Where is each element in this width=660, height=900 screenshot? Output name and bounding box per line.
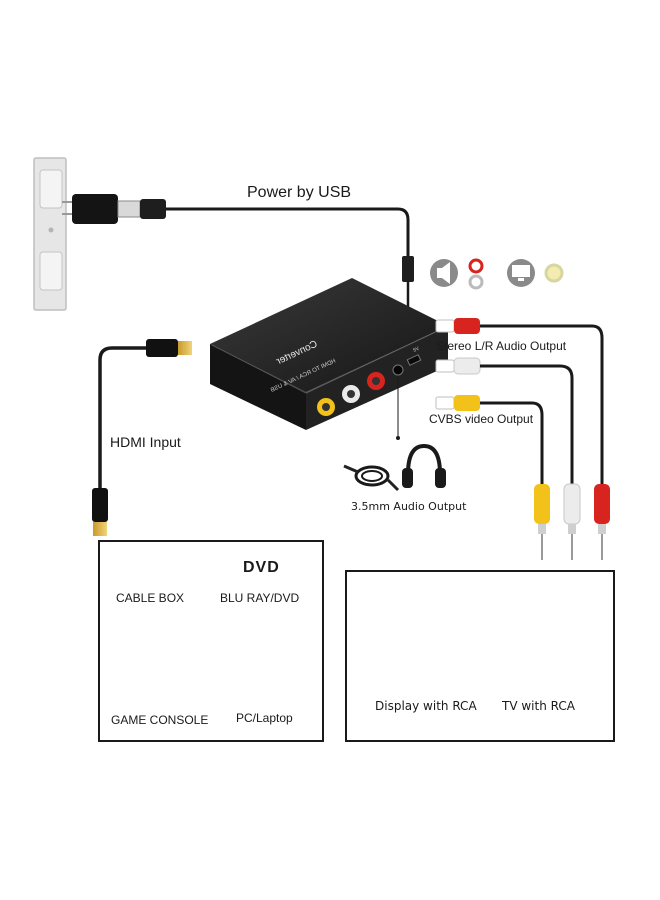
headphones-icon [402,443,446,488]
rca-audio-jacks-icon [468,258,484,290]
rca-yellow-port [317,398,335,416]
usb-power-adapter-icon [62,194,166,224]
rca-white-cable [435,357,581,560]
stereo-output-label: Stereo L/R Audio Output [436,339,567,353]
source-label-cable-box: CABLE BOX [116,591,185,605]
audio-jack-port [392,364,404,376]
hdmi-input-label: HDMI Input [110,434,181,450]
dvd-badge: DVD [243,559,280,576]
source-label-game-console: GAME CONSOLE [111,713,209,727]
power-label: Power by USB [247,184,352,201]
display-indicator-icon [507,259,535,287]
hdmi-plug-bottom [92,488,108,536]
source-label-pc: PC/Laptop [236,711,293,725]
micro-usb-port [406,354,422,366]
display-label-tv: TV with RCA [502,699,575,713]
hdmi-plug-top [146,339,192,357]
rca-red-cable [435,318,610,560]
rca-white-port [342,385,360,403]
device-port-label: 5V [412,346,421,354]
rca-yellow-cable [435,395,550,560]
rca-red-port [367,372,385,390]
hdmi-cable [98,346,146,490]
speaker-icon [430,259,458,287]
aux-cable-icon [343,464,400,492]
cvbs-output-label: CVBS video Output [429,412,534,426]
power-cable [166,207,410,258]
source-label-blu-ray: BLU RAY/DVD [220,591,300,605]
displays-box [345,570,615,742]
wall-outlet-icon [33,157,67,311]
sources-box [98,540,324,742]
audio-output-label: 3.5mm Audio Output [351,500,467,513]
converter-device [210,278,448,430]
yellow-video-jack-icon [544,263,564,283]
power-usb-plug [402,256,414,282]
display-label-monitor: Display with RCA [375,699,477,713]
